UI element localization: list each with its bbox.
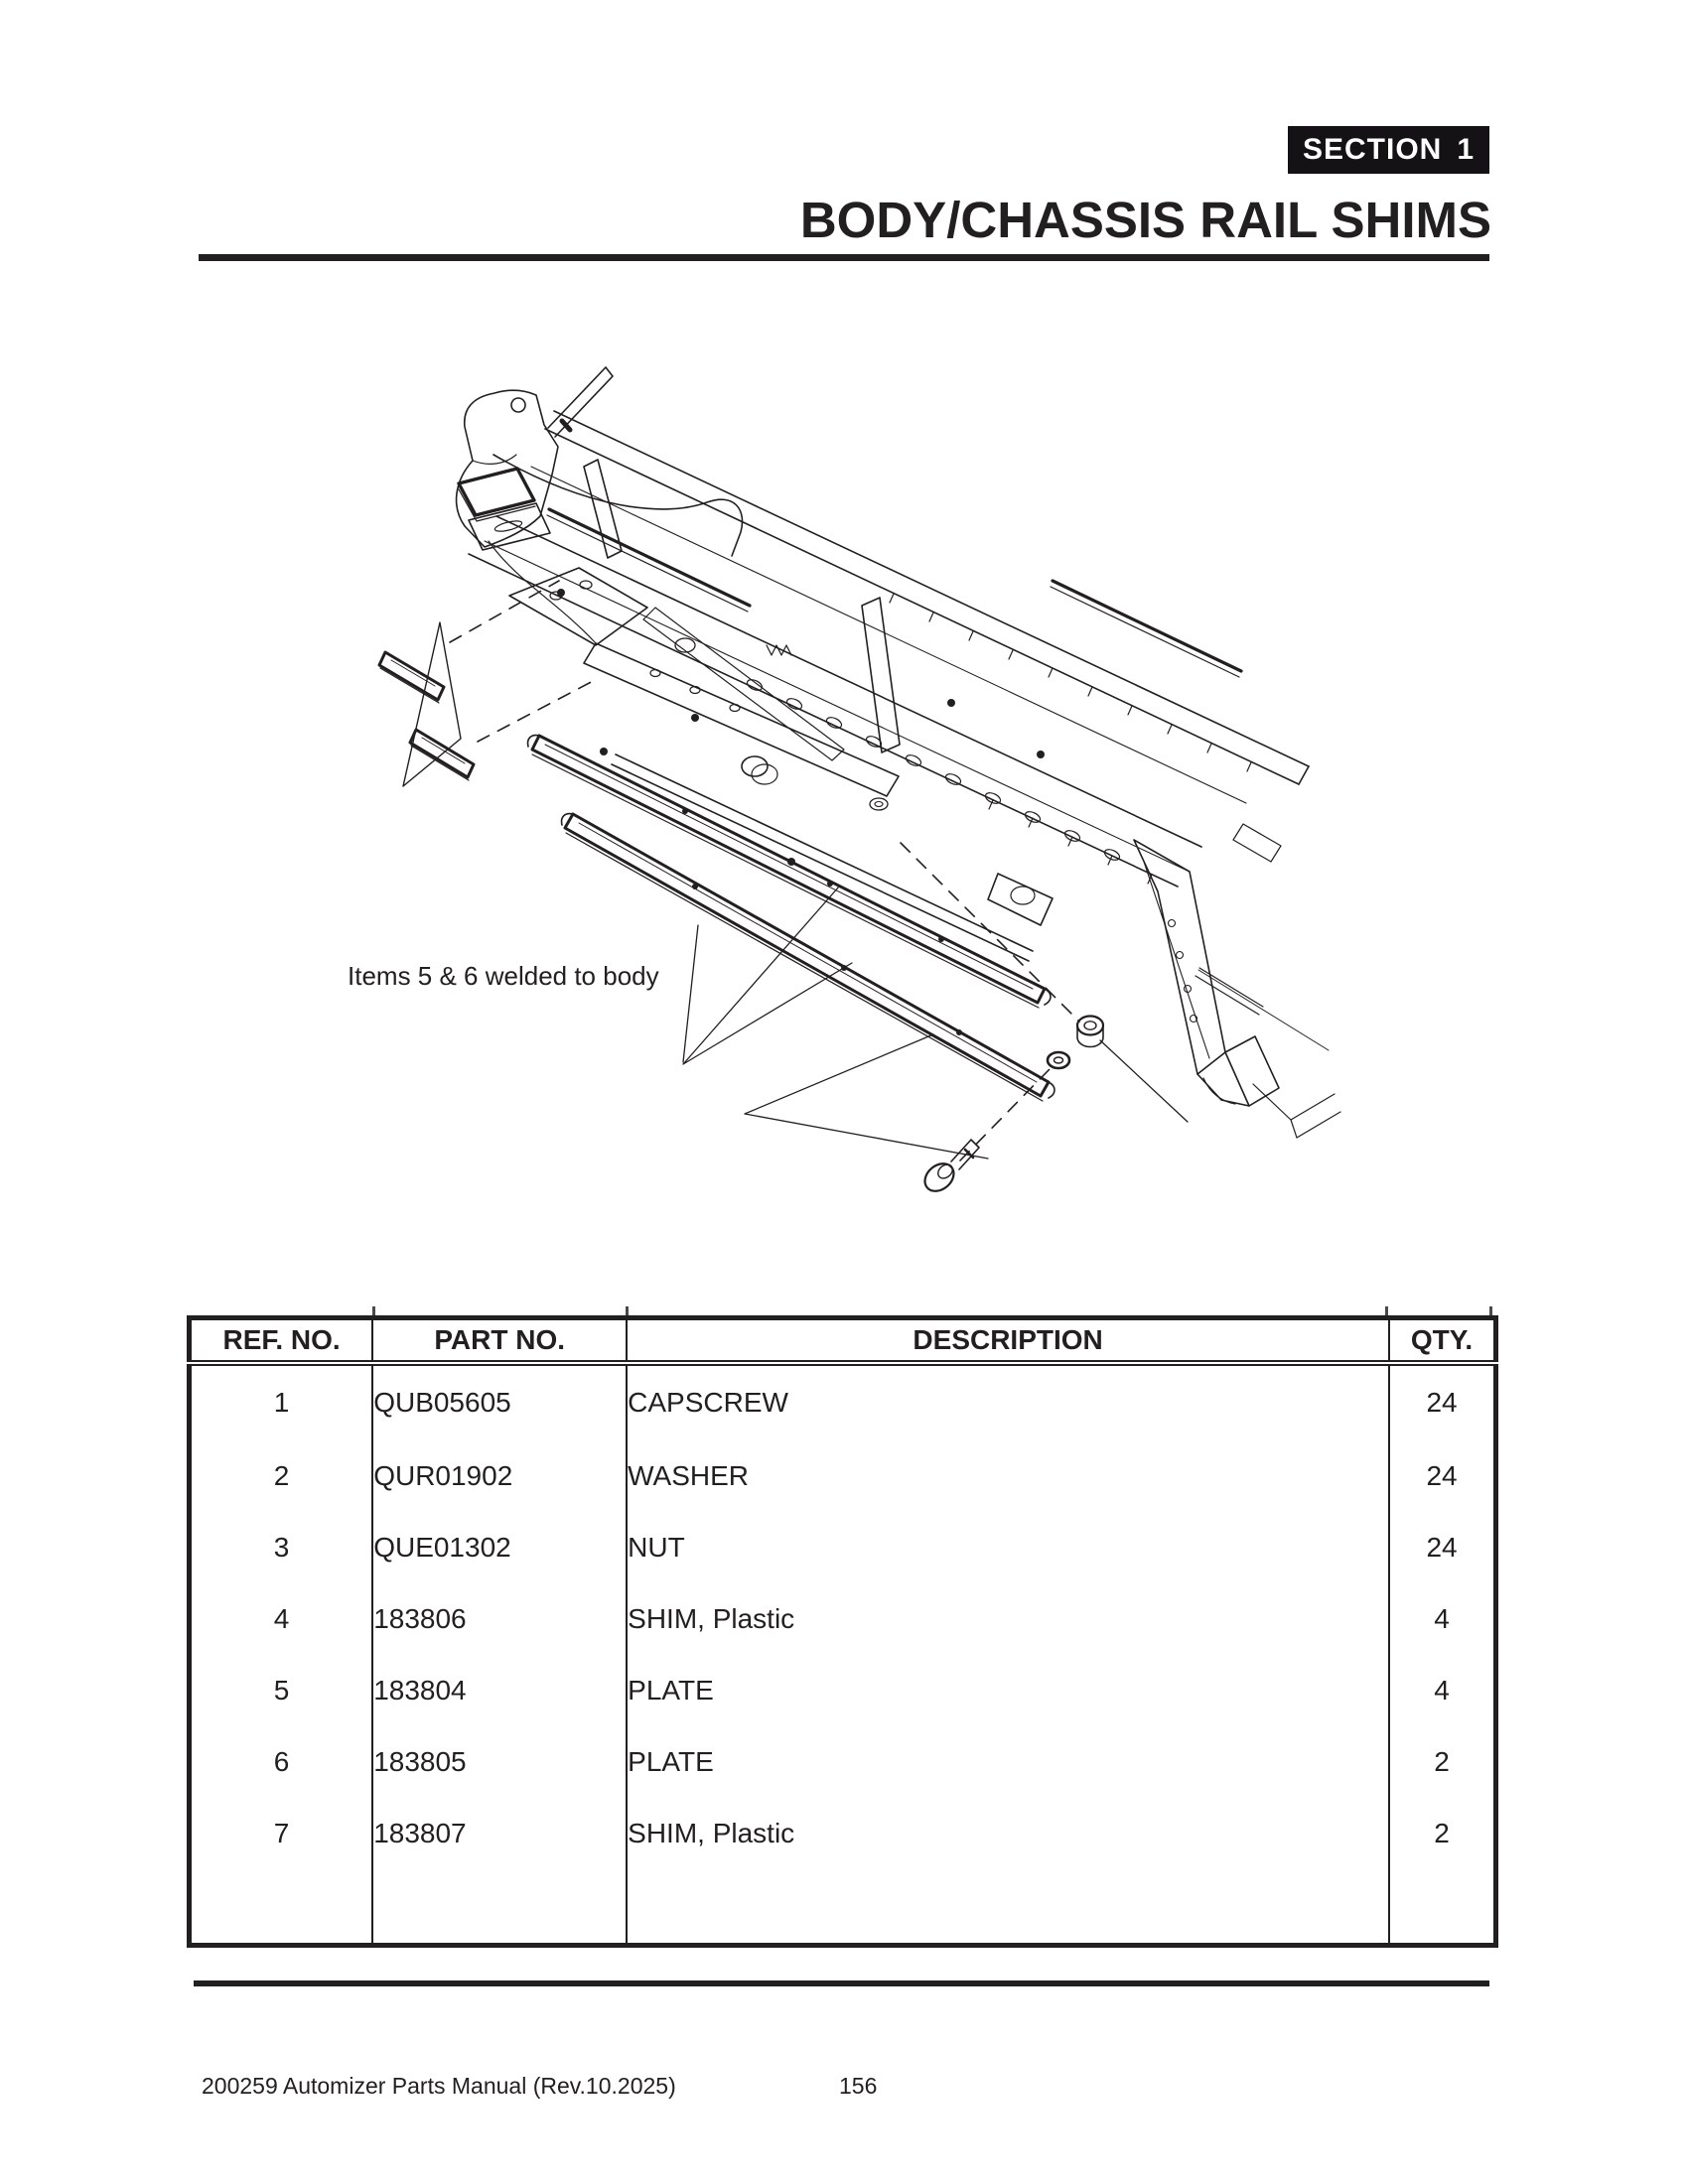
- header-rule: [199, 254, 1489, 261]
- section-badge-number: 1: [1457, 133, 1475, 166]
- cell-ref: 1: [189, 1363, 374, 1440]
- small-shim-strips: [377, 621, 476, 787]
- weld-dots: [557, 589, 1045, 1035]
- cell-desc: PLATE: [627, 1725, 1391, 1798]
- cell-ref: 5: [189, 1654, 374, 1726]
- cell-qty: 24: [1426, 1387, 1458, 1419]
- divider-tick: [372, 1306, 375, 1315]
- section-badge: SECTION 1: [1288, 126, 1489, 174]
- footer-page-number: 156: [839, 2073, 878, 2099]
- cell-desc: PLATE: [627, 1654, 1391, 1726]
- cell-part: 183805: [372, 1725, 629, 1798]
- cell-qty: 4: [1434, 1674, 1450, 1706]
- page-title: BODY/CHASSIS RAIL SHIMS: [799, 192, 1491, 248]
- divider-tick: [1385, 1306, 1388, 1315]
- header-ref-no: REF. NO.: [189, 1317, 374, 1366]
- cell-desc: WASHER: [627, 1439, 1391, 1512]
- capscrew: [923, 1139, 980, 1192]
- cell-qty: 2: [1434, 1817, 1450, 1848]
- diagram-note: Items 5 & 6 welded to body: [348, 961, 659, 991]
- cell-qty: 24: [1426, 1531, 1458, 1563]
- main-rail: [468, 410, 1310, 887]
- cell-ref: 4: [189, 1582, 374, 1655]
- table-header-row: REF. NO. PART NO. DESCRIPTION QTY.: [189, 1317, 1496, 1366]
- cell-desc: NUT: [627, 1511, 1391, 1583]
- cell-qty: 2: [1434, 1745, 1450, 1777]
- cell-part: QUE01302: [372, 1511, 629, 1583]
- header-part-no: PART NO.: [372, 1317, 629, 1366]
- divider-tick: [626, 1306, 629, 1315]
- cell-part: 183806: [372, 1582, 629, 1655]
- divider-tick: [1489, 1306, 1492, 1315]
- header-qty: QTY.: [1389, 1317, 1496, 1366]
- rear-leg: [1133, 823, 1341, 1139]
- header-description: DESCRIPTION: [627, 1317, 1391, 1366]
- front-bracket: [455, 366, 614, 551]
- underside-frame: [488, 540, 1054, 962]
- cell-ref: 7: [189, 1797, 374, 1869]
- cell-qty: 24: [1426, 1459, 1458, 1491]
- cell-part: QUR01902: [372, 1439, 629, 1512]
- cell-part: 183807: [372, 1797, 629, 1869]
- cell-part: 183804: [372, 1654, 629, 1726]
- leader-lines: [682, 886, 1189, 1160]
- cell-desc: CAPSCREW: [627, 1363, 1391, 1440]
- long-shim-strips: [526, 734, 1055, 1102]
- footer-rule: [194, 1980, 1489, 1986]
- cell-ref: 2: [189, 1439, 374, 1512]
- nut: [1075, 1015, 1105, 1048]
- washer: [1046, 1050, 1071, 1070]
- cell-desc: SHIM, Plastic: [627, 1797, 1391, 1869]
- footer-manual-title: 200259 Automizer Parts Manual (Rev.10.20…: [202, 2073, 676, 2099]
- section-badge-label: SECTION: [1303, 133, 1443, 166]
- cell-qty: 4: [1434, 1602, 1450, 1634]
- table-filler-row: [189, 1868, 1496, 1946]
- cell-ref: 3: [189, 1511, 374, 1583]
- cell-part: QUB05605: [372, 1363, 629, 1440]
- cell-desc: SHIM, Plastic: [627, 1582, 1391, 1655]
- cell-ref: 6: [189, 1725, 374, 1798]
- dashed-assembly-lines: [449, 580, 1080, 1161]
